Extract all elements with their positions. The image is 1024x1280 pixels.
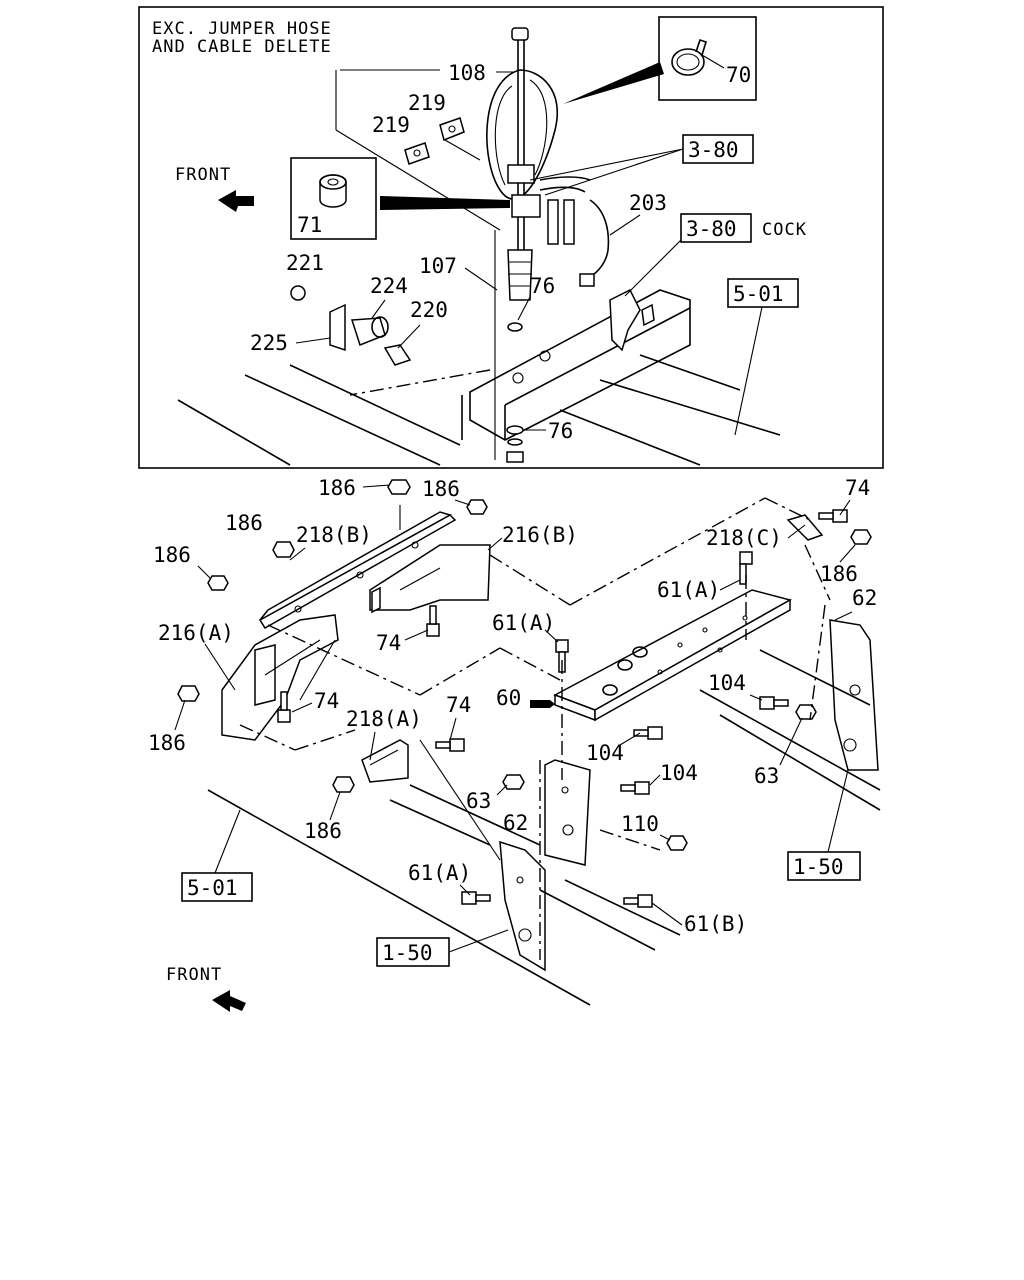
part-104-center: 104 bbox=[586, 741, 624, 765]
part-203: 203 bbox=[629, 191, 667, 215]
part-62-center: 62 bbox=[503, 811, 528, 835]
part-74-lower: 74 bbox=[446, 693, 471, 717]
part-220: 220 bbox=[410, 298, 448, 322]
ref-1-50-right[interactable] bbox=[787, 851, 861, 881]
part-61b: 61(B) bbox=[684, 912, 747, 936]
part-108: 108 bbox=[448, 61, 486, 85]
part-216a: 216(A) bbox=[158, 621, 234, 645]
part-104-right: 104 bbox=[708, 671, 746, 695]
front-arrow-bottom-icon bbox=[212, 990, 246, 1012]
part-60: 60 bbox=[496, 686, 521, 710]
svg-text:3-80: 3-80 bbox=[686, 217, 737, 241]
part-62-right: 62 bbox=[852, 586, 877, 610]
ref-5-01-lower[interactable] bbox=[181, 872, 253, 902]
front-label-bottom: FRONT bbox=[166, 965, 222, 985]
detail-box-71 bbox=[290, 157, 377, 240]
note-line-1: EXC. JUMPER HOSE bbox=[152, 19, 332, 39]
part-219-b: 219 bbox=[372, 113, 410, 137]
bolt-group bbox=[177, 479, 872, 908]
part-63-center: 63 bbox=[466, 789, 491, 813]
part-74-mid: 74 bbox=[376, 631, 401, 655]
cock-label: COCK bbox=[762, 220, 807, 240]
detail-box-70 bbox=[658, 16, 757, 101]
part-218a: 218(A) bbox=[346, 707, 422, 731]
part-107: 107 bbox=[419, 254, 457, 278]
svg-text:5-01: 5-01 bbox=[187, 876, 238, 900]
part-224: 224 bbox=[370, 274, 408, 298]
part-74-top-right: 74 bbox=[845, 476, 870, 500]
front-arrow-top-icon bbox=[218, 190, 254, 212]
svg-text:1-50: 1-50 bbox=[382, 941, 433, 965]
part-221: 221 bbox=[286, 251, 324, 275]
part-63-right: 63 bbox=[754, 764, 779, 788]
part-186-c: 186 bbox=[225, 511, 263, 535]
svg-text:5-01: 5-01 bbox=[733, 282, 784, 306]
part-186-g: 186 bbox=[304, 819, 342, 843]
part-61a-top: 61(A) bbox=[657, 578, 720, 602]
part-61a-lower: 61(A) bbox=[408, 861, 471, 885]
part-186-top: 186 bbox=[318, 476, 356, 500]
svg-text:3-80: 3-80 bbox=[688, 138, 739, 162]
part-104-lower: 104 bbox=[660, 761, 698, 785]
part-61a-mid: 61(A) bbox=[492, 611, 555, 635]
part-218c: 218(C) bbox=[706, 526, 782, 550]
ref-3-80-b[interactable] bbox=[680, 213, 752, 243]
svg-text:1-50: 1-50 bbox=[793, 855, 844, 879]
part-225: 225 bbox=[250, 331, 288, 355]
front-label-top: FRONT bbox=[175, 165, 231, 185]
part-218b: 218(B) bbox=[296, 523, 372, 547]
part-186-f: 186 bbox=[148, 731, 186, 755]
part-219-a: 219 bbox=[408, 91, 446, 115]
ref-5-01-top[interactable] bbox=[727, 278, 799, 308]
part-216b: 216(B) bbox=[502, 523, 578, 547]
part-186-d: 186 bbox=[153, 543, 191, 567]
part-71: 71 bbox=[297, 213, 322, 237]
part-74-left: 74 bbox=[314, 689, 339, 713]
part-110: 110 bbox=[621, 812, 659, 836]
part-186-b: 186 bbox=[422, 477, 460, 501]
inset-frame bbox=[138, 6, 884, 469]
note-line-2: AND CABLE DELETE bbox=[152, 37, 332, 57]
part-186-e: 186 bbox=[820, 562, 858, 586]
part-76-top: 76 bbox=[530, 274, 555, 298]
part-76-bottom: 76 bbox=[548, 419, 573, 443]
part-70: 70 bbox=[726, 63, 751, 87]
